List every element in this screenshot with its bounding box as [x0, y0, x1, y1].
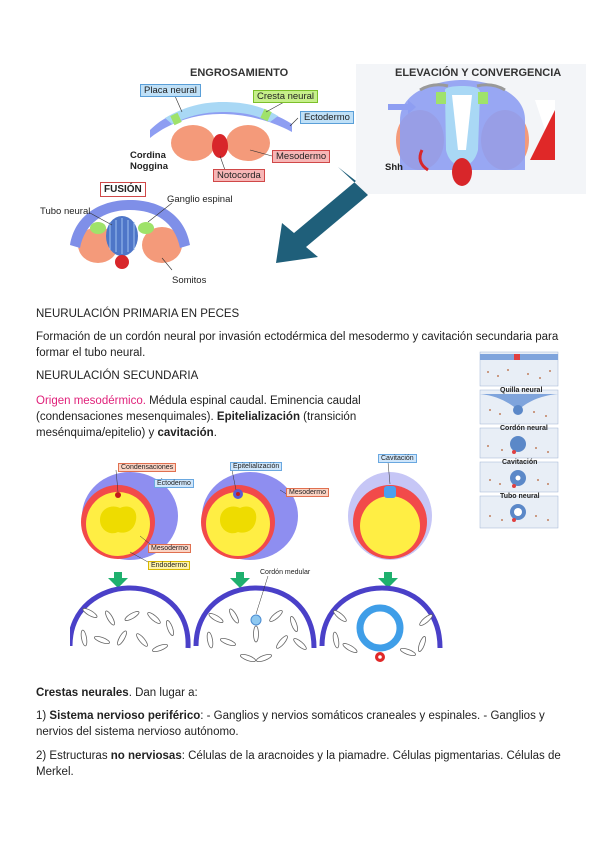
heading-neurulacion-primaria: NEURULACIÓN PRIMARIA EN PECES	[36, 308, 240, 320]
paragraph-origen: Origen mesodérmico. Médula espinal cauda…	[36, 393, 371, 441]
paragraph-item-2: 2) Estructuras no nerviosas: Células de …	[36, 748, 566, 780]
label-cordon-medular: Cordón medular	[260, 569, 311, 576]
label-condensaciones: Condensaciones	[118, 463, 177, 472]
label-quilla-neural: Quilla neural	[500, 387, 543, 394]
label-tubo-neural-3: Tubo neural	[500, 493, 540, 500]
fusion-drawing	[70, 200, 190, 269]
item2-prefix: 2) Estructuras	[36, 750, 111, 762]
figure-neurulation-primary-drawing	[70, 64, 586, 271]
paragraph-crestas: Crestas neurales. Dan lugar a:	[36, 685, 198, 701]
stage-cavitation-drawing	[348, 472, 432, 560]
cavitacion-bold: cavitación	[157, 427, 214, 439]
label-ectodermo-2: Ectodermo	[154, 479, 194, 488]
figure-secondary-fish-drawing	[479, 351, 559, 529]
heading-neurulacion-secundaria: NEURULACIÓN SECUNDARIA	[36, 370, 199, 382]
title-elevacion: ELEVACIÓN Y CONVERGENCIA	[395, 67, 562, 79]
item2-bold: no nerviosas	[110, 750, 182, 762]
label-ganglio-espinal: Ganglio espinal	[167, 194, 233, 205]
figure-secondary-neurulation-drawing	[67, 461, 443, 663]
label-tubo-neural: Tubo neural	[40, 206, 91, 217]
figure-neurulation-primary: ENGROSAMIENTO ELEVACIÓN Y CONVERGENCIA P…	[0, 0, 599, 300]
crestas-rest: . Dan lugar a:	[128, 687, 198, 699]
label-somitos: Somitos	[172, 275, 207, 286]
label-cresta-neural: Cresta neural	[253, 90, 319, 103]
crestas-neurales-bold: Crestas neurales	[36, 687, 129, 699]
label-ectodermo: Ectodermo	[300, 111, 354, 124]
label-epitelializacion-2: Epitelialización	[230, 462, 283, 471]
label-notocorda: Notocorda	[213, 169, 265, 182]
engrosamiento-drawing	[150, 102, 292, 161]
item1-prefix: 1)	[36, 710, 50, 722]
label-mesodermo-2b: Mesodermo	[148, 544, 191, 553]
item1-rest: : - Ganglios y nervios somáticos craneal…	[36, 710, 545, 738]
label-mesodermo-2a: Mesodermo	[286, 488, 329, 497]
elevacion-drawing	[356, 64, 586, 194]
figure-secondary-neurulation: Condensaciones Ectodermo Epitelializació…	[67, 448, 450, 668]
origen-mesodermico-label: Origen mesodérmico.	[36, 395, 146, 407]
stage-condensation-drawing	[81, 472, 178, 560]
origen-text-2: (transición mesénquima/epitelio) y	[36, 411, 357, 439]
label-endodermo-2: Endodermo	[148, 561, 191, 570]
label-mesodermo: Mesodermo	[272, 150, 331, 163]
paragraph-item-1: 1) Sistema nervioso periférico: - Gangli…	[36, 708, 566, 740]
title-engrosamiento: ENGROSAMIENTO	[190, 67, 289, 79]
label-cavitacion-3: Cavitación	[502, 459, 538, 466]
label-fusion: FUSIÓN	[100, 182, 146, 197]
figure-secondary-fish: Quilla neural Cordón neural Cavitación T…	[478, 350, 560, 530]
label-cordon-neural: Cordón neural	[500, 425, 548, 432]
epitelializacion-bold: Epitelialización	[216, 411, 300, 423]
origen-text-1: Médula espinal caudal. Eminencia caudal …	[36, 395, 361, 423]
item1-bold: Sistema nervioso periférico	[49, 710, 201, 722]
label-shh: Shh	[385, 162, 403, 173]
paragraph-formacion: Formación de un cordón neural por invasi…	[36, 331, 559, 359]
stage-epithelialization-drawing	[201, 472, 298, 560]
big-arrow-shape	[276, 167, 368, 263]
label-placa-neural: Placa neural	[140, 84, 201, 97]
item2-rest: : Células de la aracnoides y la piamadre…	[36, 750, 561, 778]
label-cavitacion-2: Cavitación	[378, 454, 417, 463]
origen-text-end: .	[213, 427, 217, 439]
label-noggina: Noggina	[130, 161, 168, 172]
label-cordina: Cordina	[130, 150, 166, 161]
